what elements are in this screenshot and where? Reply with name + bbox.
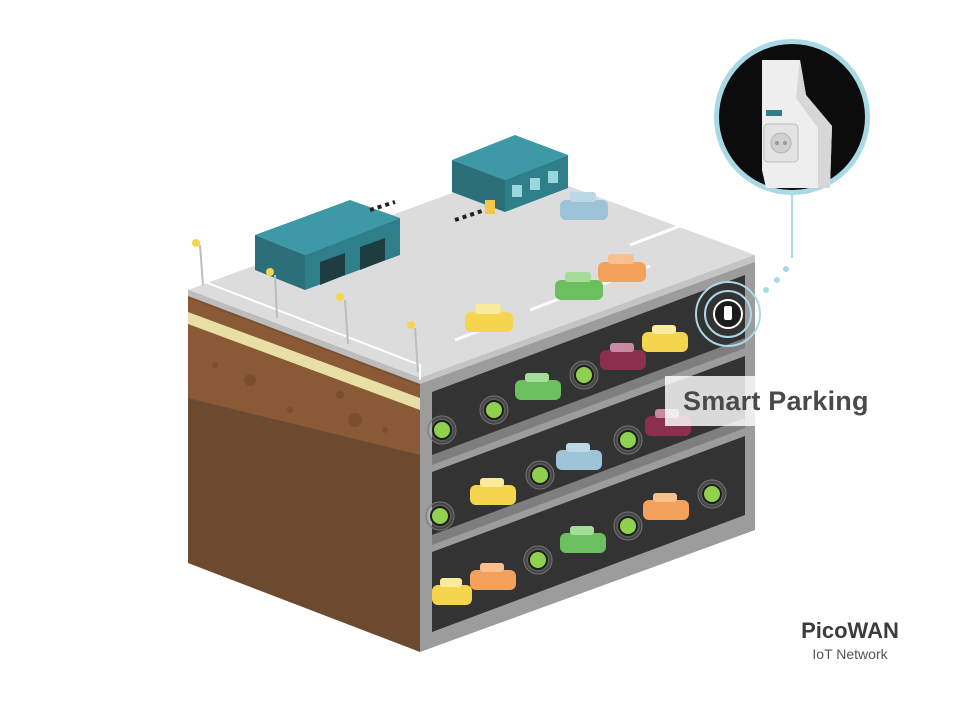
brand-tagline: IoT Network: [812, 646, 888, 662]
smart-parking-label: Smart Parking: [665, 376, 893, 426]
parking-sensor-icon: [525, 460, 555, 490]
brand-logo: PicoWAN IoT Network: [775, 618, 925, 662]
rooftop-cars: [465, 192, 646, 332]
parking-sensor-icon: [523, 545, 553, 575]
parking-sensor-icon: [613, 511, 643, 541]
level-1-cars: [515, 325, 688, 400]
parking-sensor-icon: [569, 360, 599, 390]
parking-sensor-icon: [425, 501, 455, 531]
rooftop-building-right: [452, 135, 568, 212]
parking-sensor-icon: [427, 415, 457, 445]
parking-sensor-icon: [613, 425, 643, 455]
street-lamps: [192, 239, 419, 373]
wireless-signal-icon: [695, 281, 761, 347]
parking-sensor-icon: [697, 479, 727, 509]
level-3-cars: [432, 493, 689, 605]
parking-sensors: [425, 360, 727, 575]
brand-name: PicoWAN: [801, 618, 899, 643]
parking-sensor-icon: [479, 395, 509, 425]
callout-line: [763, 190, 793, 293]
plug-sensor-device-icon: [714, 39, 870, 195]
rooftop-deck: [188, 168, 755, 384]
rooftop-building-left: [255, 200, 400, 290]
